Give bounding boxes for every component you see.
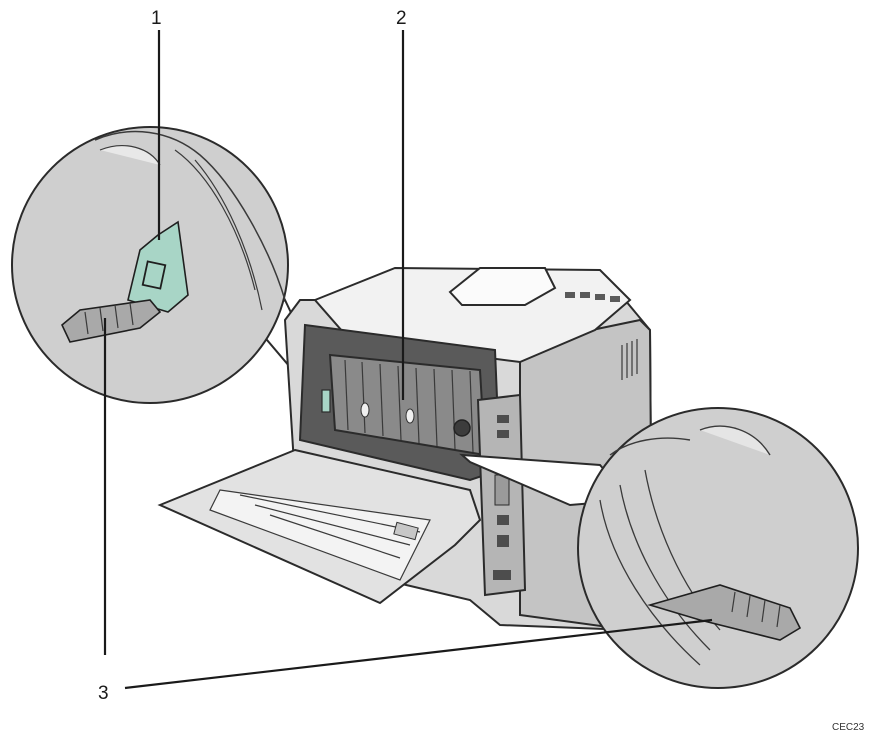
port bbox=[497, 415, 509, 423]
fusing-roller-marker bbox=[405, 408, 415, 424]
port bbox=[497, 430, 509, 438]
right-magnifier bbox=[577, 407, 859, 689]
panel-button bbox=[580, 292, 590, 298]
fuser-lever-green bbox=[321, 389, 331, 413]
left-magnifier bbox=[11, 126, 289, 404]
rear-cover-inner bbox=[209, 489, 431, 581]
cover-tab bbox=[393, 521, 419, 541]
port bbox=[497, 515, 509, 525]
ridged-tab-right bbox=[647, 584, 802, 641]
green-lever-enlarged bbox=[127, 220, 189, 313]
paper-stopper bbox=[448, 267, 557, 306]
port bbox=[494, 474, 510, 506]
fusing-knob bbox=[453, 419, 471, 437]
envelope-icon bbox=[141, 260, 167, 290]
side-vent bbox=[621, 339, 638, 380]
callout-2-label: 2 bbox=[396, 8, 407, 29]
panel-button bbox=[610, 296, 620, 302]
callout-3-leader-right bbox=[124, 618, 713, 690]
callout-1-label: 1 bbox=[151, 8, 162, 29]
ridged-tab bbox=[61, 299, 162, 343]
interface-panel bbox=[476, 393, 527, 597]
control-panel bbox=[565, 292, 620, 302]
port bbox=[493, 570, 511, 580]
callout-3-label: 3 bbox=[98, 683, 109, 704]
printer bbox=[157, 266, 654, 632]
fusing-roller-marker bbox=[360, 402, 370, 418]
panel-button bbox=[595, 294, 605, 300]
figure-code: CEC23 bbox=[832, 722, 865, 733]
port bbox=[497, 535, 509, 547]
panel-button bbox=[565, 292, 575, 298]
